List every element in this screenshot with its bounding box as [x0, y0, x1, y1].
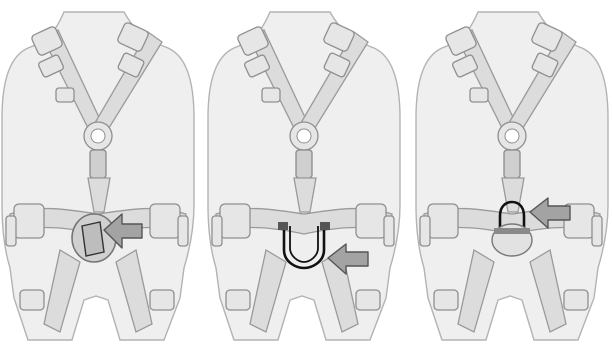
panel-2: [208, 12, 400, 340]
panel-1: [2, 12, 194, 340]
panel-3: [416, 12, 608, 340]
ventral-attachment-point: [72, 214, 116, 262]
